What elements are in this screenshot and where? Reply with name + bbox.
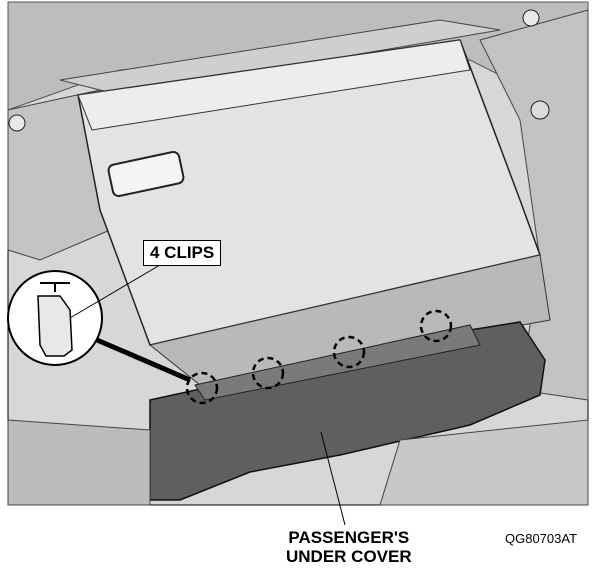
leader-clips-label bbox=[69, 261, 166, 319]
under-cover-callout-label: PASSENGER'S UNDER COVER bbox=[286, 528, 412, 566]
clip-detail-shape bbox=[37, 295, 73, 357]
passenger-under-cover bbox=[149, 321, 546, 501]
right-bolt bbox=[530, 100, 550, 120]
leader-clip-inset bbox=[96, 337, 191, 383]
floor-area bbox=[7, 419, 151, 506]
figure-code: QG80703AT bbox=[505, 531, 578, 546]
clip-marker-4 bbox=[419, 309, 453, 343]
clips-callout-label: 4 CLIPS bbox=[143, 240, 222, 266]
glove-box-top bbox=[77, 39, 471, 131]
clip-marker-1 bbox=[185, 371, 219, 405]
floor-right bbox=[379, 419, 589, 506]
glove-box-handle bbox=[107, 150, 185, 198]
lower-dash-structure bbox=[148, 254, 551, 386]
left-fastener bbox=[8, 114, 26, 132]
under-cover-label-line1: PASSENGER'S bbox=[288, 528, 410, 547]
under-cover-label-line2: UNDER COVER bbox=[286, 547, 412, 566]
clip-marker-3 bbox=[332, 335, 366, 369]
clip-marker-2 bbox=[251, 356, 285, 390]
right-fastener bbox=[522, 9, 540, 27]
clip-detail-slot bbox=[40, 282, 70, 292]
leader-under-cover bbox=[320, 431, 346, 526]
